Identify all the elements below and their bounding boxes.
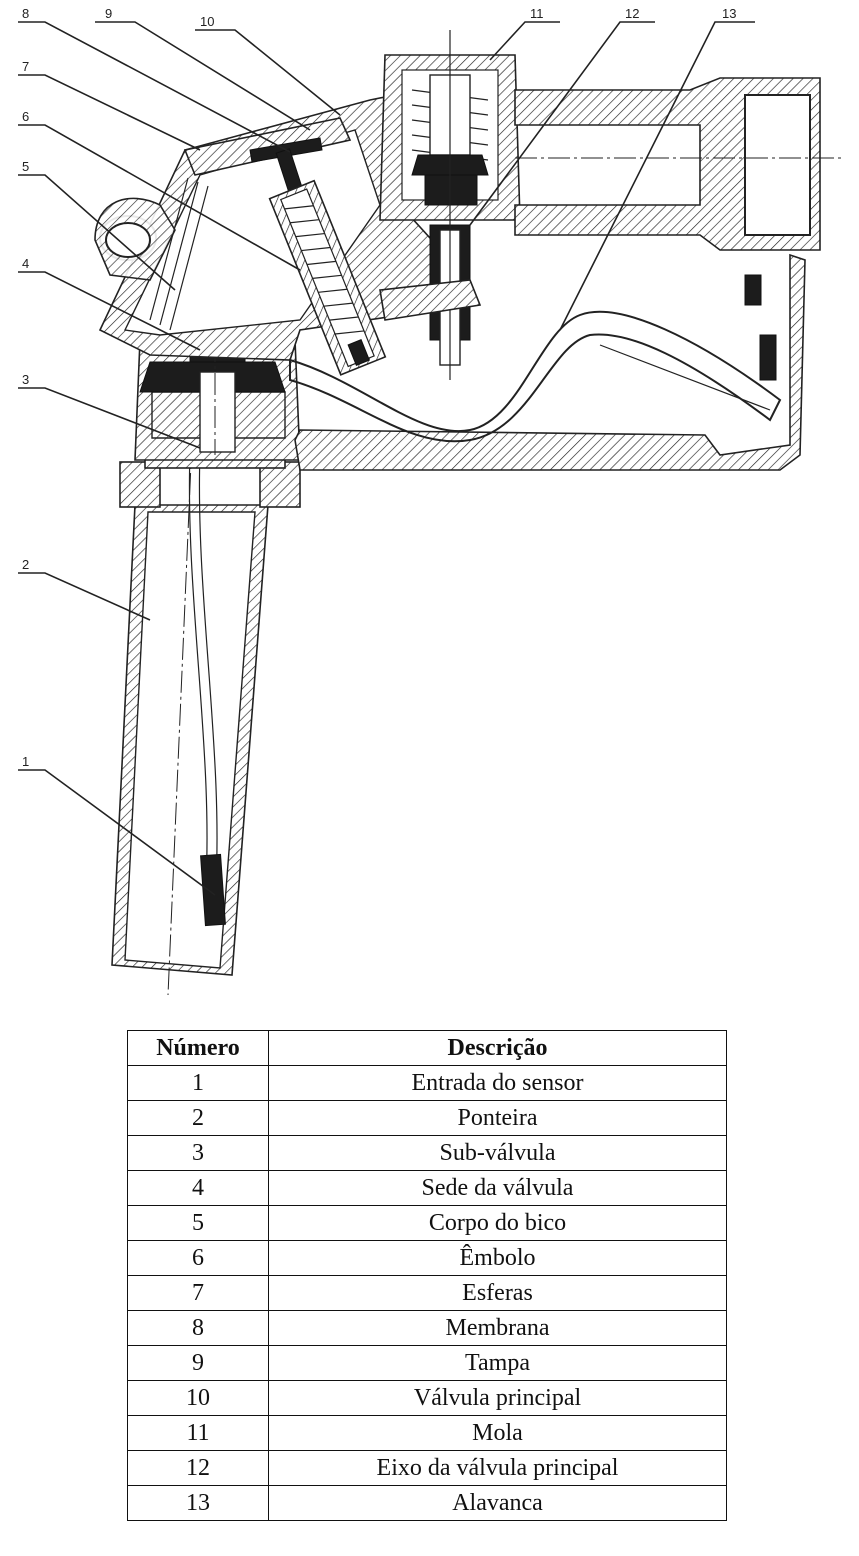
trigger-guard [294,253,806,471]
callout-3: 3 [22,372,29,387]
lever [289,310,782,443]
row-description: Esferas [268,1275,727,1311]
row-description: Ponteira [268,1100,727,1136]
leader-10 [195,29,341,116]
row-description: Membrana [268,1310,727,1346]
row-description: Êmbolo [268,1240,727,1276]
row-number: 3 [127,1135,269,1171]
row-description: Eixo da válvula principal [268,1450,727,1486]
callout-13: 13 [722,6,736,21]
callout-8: 8 [22,6,29,21]
header-description: Descrição [268,1030,727,1066]
row-number: 11 [127,1415,269,1451]
leader-5 [18,174,176,291]
main-valve-column [379,30,521,380]
row-description: Alavanca [268,1485,727,1521]
row-description: Sede da válvula [268,1170,727,1206]
row-number: 8 [127,1310,269,1346]
callout-2: 2 [22,557,29,572]
leader-7 [18,74,201,151]
callout-1: 1 [22,754,29,769]
callout-4: 4 [22,256,29,271]
row-number: 10 [127,1380,269,1416]
row-description: Entrada do sensor [268,1065,727,1101]
leader-12 [469,21,655,226]
row-description: Sub-válvula [268,1135,727,1171]
callout-7: 7 [22,59,29,74]
row-number: 12 [127,1450,269,1486]
leader-1 [18,769,216,896]
leader-11 [489,21,560,61]
callout-5: 5 [22,159,29,174]
leader-6 [18,124,301,271]
row-description: Mola [268,1415,727,1451]
leader-8 [18,21,291,153]
row-number: 5 [127,1205,269,1241]
header-number: Número [127,1030,269,1066]
plunger-assembly [268,179,387,376]
row-number: 13 [127,1485,269,1521]
leader-13 [559,21,755,331]
callout-6: 6 [22,109,29,124]
callout-11: 11 [530,6,544,21]
row-number: 4 [127,1170,269,1206]
row-description: Corpo do bico [268,1205,727,1241]
row-description: Válvula principal [268,1380,727,1416]
leader-4 [18,271,201,351]
callout-12: 12 [625,6,639,21]
row-number: 7 [127,1275,269,1311]
row-number: 1 [127,1065,269,1101]
callout-10: 10 [200,14,214,29]
row-number: 9 [127,1345,269,1381]
nozzle-section-drawing: 1 2 3 4 5 6 7 8 9 10 11 12 13 [18,6,845,996]
inlet-barrel [514,77,845,251]
leader-2 [18,572,151,621]
callout-labels: 1 2 3 4 5 6 7 8 9 10 11 12 13 [22,6,736,769]
callout-9: 9 [105,6,112,21]
spout [111,439,269,996]
row-description: Tampa [268,1345,727,1381]
leader-lines [18,21,755,896]
row-number: 6 [127,1240,269,1276]
leader-9 [95,21,311,131]
row-number: 2 [127,1100,269,1136]
leader-3 [18,387,201,449]
table-header-row: Número Descrição [127,1030,727,1066]
